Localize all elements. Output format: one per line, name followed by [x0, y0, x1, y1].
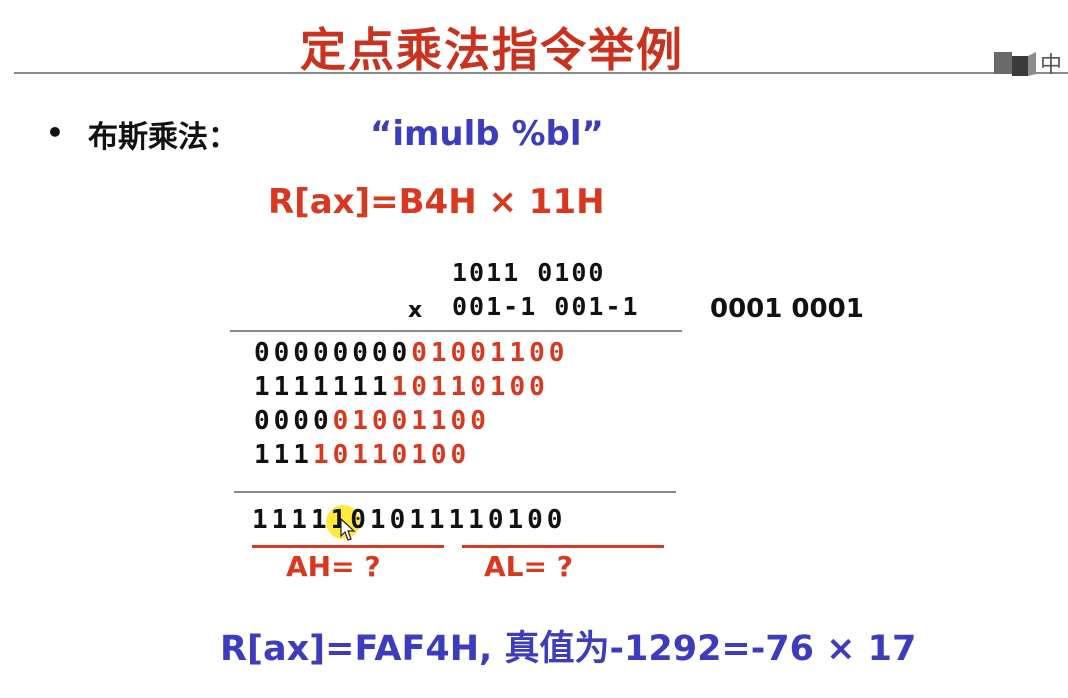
corner-widget[interactable]: 中	[992, 46, 1068, 80]
partial-product-4-sign: 111	[254, 440, 313, 470]
corner-text: 中	[1040, 53, 1062, 78]
book-icon: 中	[994, 52, 1062, 78]
cursor-icon	[340, 517, 358, 542]
partial-product-4-value: 10110100	[312, 440, 471, 470]
multiplier: 001-1 001-1	[452, 292, 640, 321]
multiplication-rule-top	[230, 330, 682, 332]
slide-title: 定点乘法指令举例	[300, 23, 684, 77]
title-divider	[14, 72, 1068, 74]
instruction-text: “imulb %bl”	[370, 114, 604, 154]
partial-product-3: 000001001100	[254, 406, 490, 436]
conclusion-text: R[ax]=FAF4H, 真值为-1292=-76 × 17	[220, 629, 917, 669]
bullet-label: 布斯乘法：	[88, 120, 238, 155]
partial-product-1-sign: 00000000	[254, 338, 412, 368]
partial-product-1: 0000000001001100	[254, 338, 568, 368]
partial-product-1-value: 01001100	[411, 338, 569, 368]
partial-product-2: 111111110110100	[254, 372, 549, 402]
bullet-dot: •	[46, 116, 64, 149]
multiplication-rule-bottom	[234, 491, 676, 493]
multiplicand: 1011 0100	[452, 258, 606, 287]
multiplier-binary: 0001 0001	[710, 294, 864, 324]
partial-product-3-value: 01001100	[332, 406, 490, 436]
partial-product-3-sign: 0000	[254, 406, 333, 436]
ah-label: AH= ?	[286, 550, 381, 583]
expression-text: R[ax]=B4H × 11H	[268, 182, 605, 222]
al-label: AL= ?	[484, 550, 573, 583]
partial-product-2-value: 10110100	[391, 372, 549, 402]
al-underline	[462, 545, 664, 548]
partial-product-2-sign: 1111111	[254, 372, 392, 402]
times-symbol: x	[408, 298, 423, 323]
partial-product-4: 11110110100	[254, 440, 470, 470]
ah-underline	[252, 545, 444, 548]
product-result: 1111101011110100	[252, 505, 567, 535]
